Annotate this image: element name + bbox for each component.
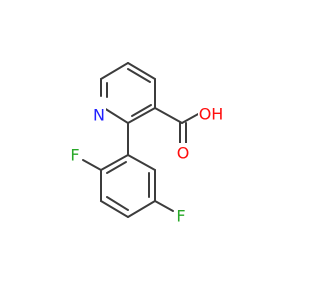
bond-c3-carboxyl: [154, 107, 183, 124]
difluorophenyl-ring: [100, 154, 156, 218]
bond-c2-c3-inner: [131, 104, 152, 117]
carbonyl-oxygen-label: O: [177, 144, 190, 163]
bond-c4-c5: [127, 62, 156, 80]
atom-n: N: [92, 106, 106, 125]
bond-p1-p2: [100, 154, 129, 171]
bond-p6-p1: [127, 154, 156, 171]
bond-c5-c6: [100, 62, 129, 80]
fluorine-ortho-label: F: [70, 146, 79, 165]
hydroxyl-label: OH: [199, 105, 224, 124]
atom-f-ortho: F: [68, 145, 82, 165]
bond-p2-f: [82, 159, 102, 171]
fluorine-meta-label: F: [176, 207, 185, 226]
molecule-canvas: N OH O F F: [68, 62, 224, 226]
atom-f-meta: F: [174, 206, 188, 226]
nitrogen-label: N: [93, 106, 105, 125]
bond-c2-c3: [127, 107, 156, 124]
bond-carboxyl-oh: [181, 112, 201, 124]
bond-p1-p2-inner: [106, 161, 127, 174]
bond-p5-f: [154, 200, 174, 212]
bond-c4-c5-inner: [127, 68, 151, 83]
atom-oh: OH: [198, 104, 224, 124]
bond-n1-c2: [103, 107, 129, 124]
molecule-structure: N OH O F F: [68, 62, 224, 226]
bond-p4-p5: [127, 200, 156, 218]
bond-p3-p4: [100, 200, 129, 218]
carboxylic-acid-group: [154, 107, 201, 146]
bond-p3-p4-inner: [106, 196, 129, 211]
pyridine-ring: [100, 62, 156, 124]
atom-o: O: [175, 143, 191, 163]
